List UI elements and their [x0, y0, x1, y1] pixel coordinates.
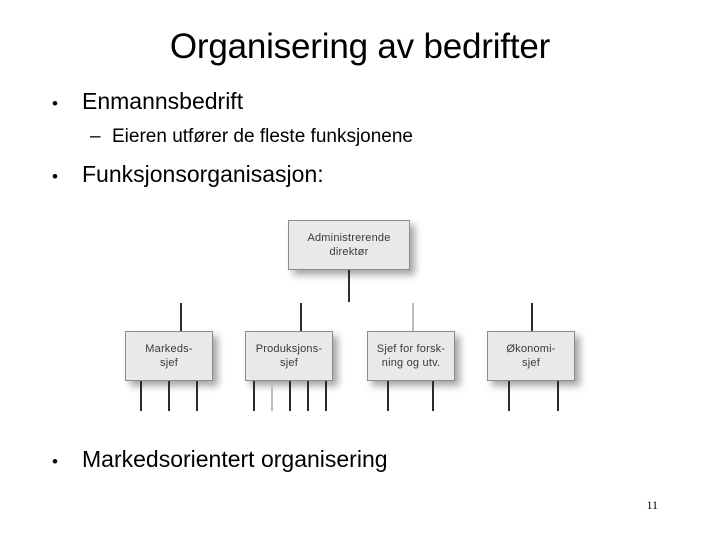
- bullet-label: Funksjonsorganisasjon:: [82, 161, 324, 187]
- org-box-label-line1: Økonomi-: [506, 343, 556, 355]
- bullet-item-enmannsbedrift: • Enmannsbedrift: [52, 88, 243, 115]
- page-number: 11: [646, 498, 658, 512]
- connector-stem-okonomi-sjef: [531, 303, 533, 331]
- page-title: Organisering av bedrifter: [169, 27, 551, 66]
- bullet-label: Markedsorientert organisering: [82, 446, 388, 472]
- org-box-produksjons-sjef: Produksjons- sjef: [245, 331, 333, 381]
- connector-substem-produksjons-1: [253, 381, 255, 411]
- bullet-marker-icon: •: [52, 94, 58, 113]
- connector-substem-produksjons-3: [289, 381, 291, 411]
- connector-substem-markeds-3: [196, 381, 198, 411]
- bullet-item-eieren-utforer: – Eieren utfører de fleste funksjonene: [90, 125, 413, 148]
- org-box-label-line2: sjef: [280, 357, 298, 369]
- connector-substem-markeds-1: [140, 381, 142, 411]
- org-box-label: Administrerende direktør: [304, 231, 393, 259]
- bullet-marker-icon: •: [52, 167, 58, 186]
- bullet-label: Enmannsbedrift: [82, 88, 244, 114]
- org-box-label-line1: Markeds-: [145, 343, 193, 355]
- bullet-item-funksjonsorganisasjon: • Funksjonsorganisasjon:: [52, 161, 324, 188]
- org-box-label-line2: sjef: [522, 357, 540, 369]
- connector-substem-markeds-2: [168, 381, 170, 411]
- connector-substem-forskning-2: [432, 381, 434, 411]
- org-box-label-line1: Administrerende: [307, 232, 391, 244]
- connector-substem-produksjons-4: [307, 381, 309, 411]
- connector-substem-forskning-1: [387, 381, 389, 411]
- org-box-okonomi-sjef: Økonomi- sjef: [487, 331, 575, 381]
- org-box-label-line2: ning og utv.: [381, 357, 441, 369]
- connector-root-stem: [348, 270, 350, 302]
- connector-substem-okonomi-2: [557, 381, 559, 411]
- org-box-label: Produksjons- sjef: [253, 342, 326, 370]
- connector-stem-sjef-for-forskning: [412, 303, 414, 331]
- org-box-administrerende-direktor: Administrerende direktør: [288, 220, 410, 270]
- org-box-label: Sjef for forsk- ning og utv.: [374, 342, 448, 370]
- org-box-label-line2: sjef: [160, 357, 178, 369]
- org-box-label: Økonomi- sjef: [503, 342, 558, 370]
- connector-substem-produksjons-5: [325, 381, 327, 411]
- connector-stem-produksjons-sjef: [300, 303, 302, 331]
- connector-substem-okonomi-1: [508, 381, 510, 411]
- connector-substem-produksjons-2: [271, 381, 273, 411]
- bullet-item-markedsorientert: • Markedsorientert organisering: [52, 446, 388, 473]
- org-box-label-line1: Produksjons-: [255, 343, 323, 355]
- connector-stem-markeds-sjef: [180, 303, 182, 331]
- bullet-marker-icon: •: [52, 452, 58, 471]
- org-box-label-line1: Sjef for forsk-: [376, 343, 446, 355]
- org-box-markeds-sjef: Markeds- sjef: [125, 331, 213, 381]
- org-box-sjef-for-forskning: Sjef for forsk- ning og utv.: [367, 331, 455, 381]
- bullet-label: Eieren utfører de fleste funksjonene: [112, 126, 414, 147]
- dash-marker-icon: –: [90, 126, 101, 147]
- org-box-label: Markeds- sjef: [142, 342, 195, 370]
- org-box-label-line2: direktør: [329, 246, 369, 258]
